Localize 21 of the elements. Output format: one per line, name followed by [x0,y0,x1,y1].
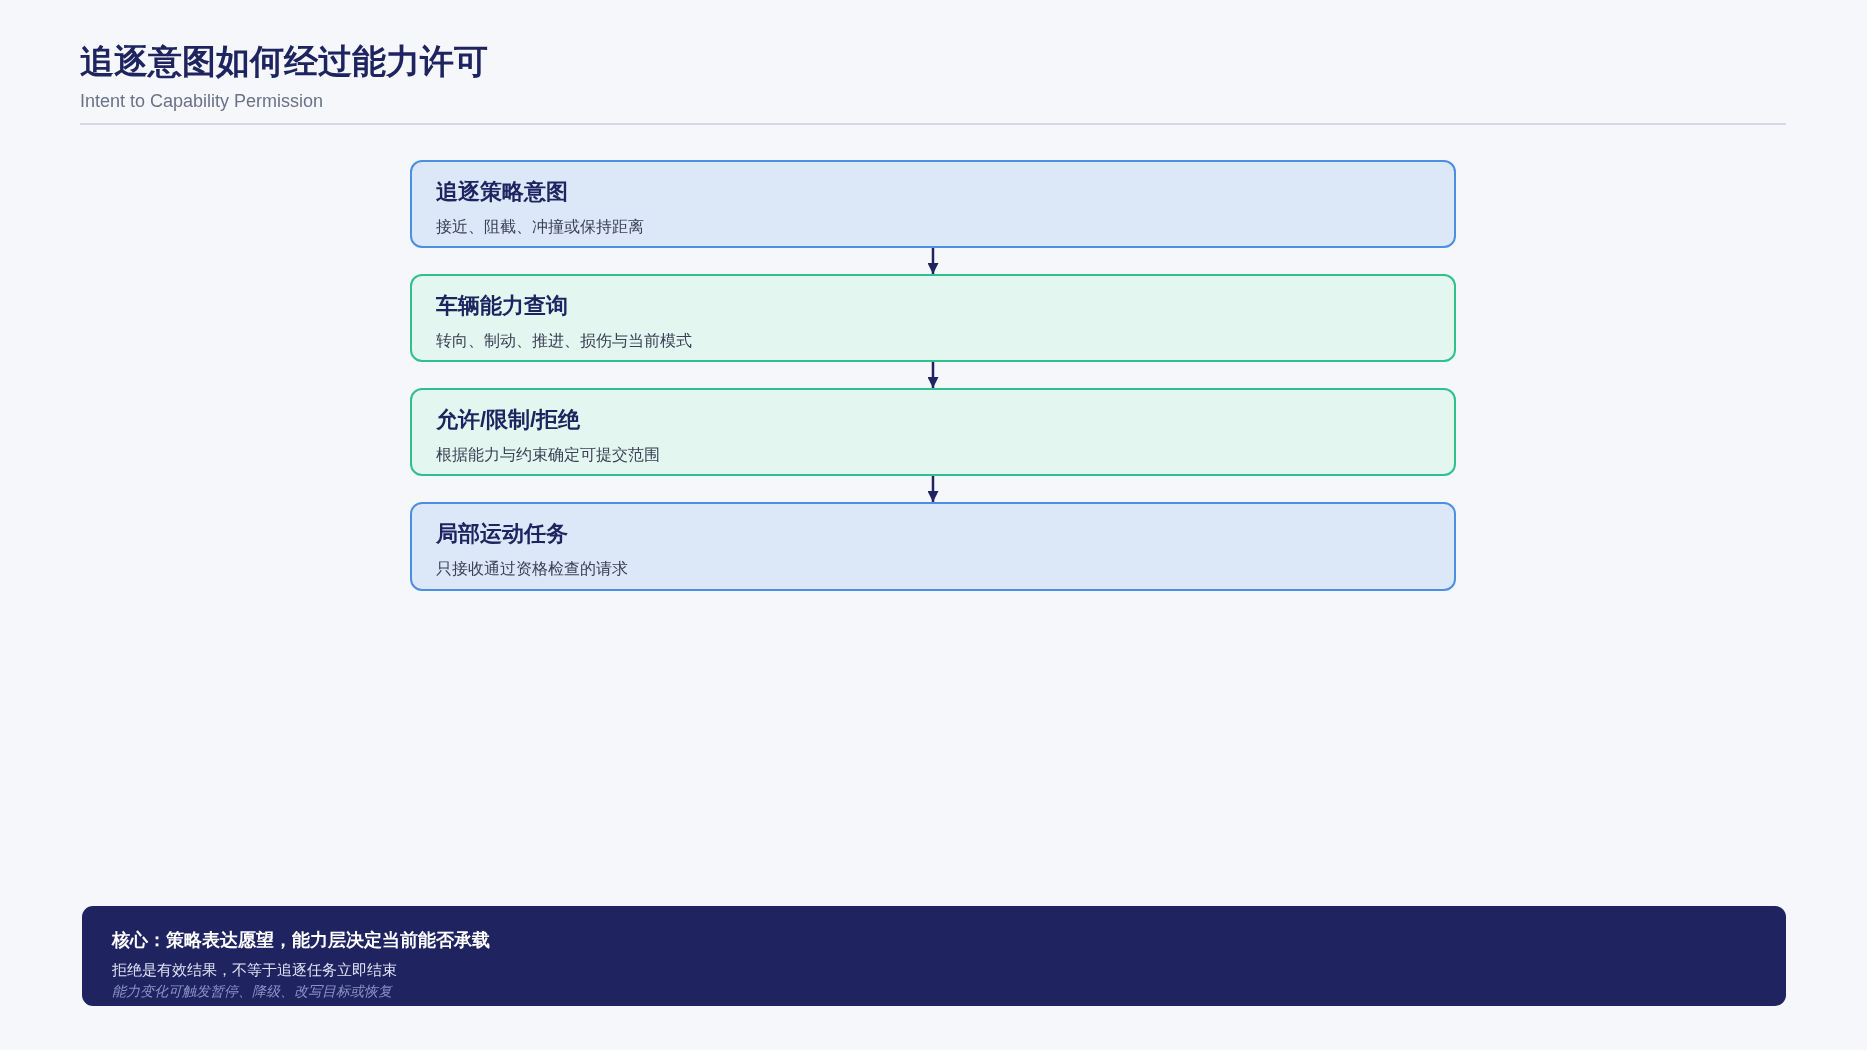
box-heading: 追逐策略意图 [436,178,568,206]
title: 追逐意图如何经过能力许可 [80,41,488,82]
subtitle: Intent to Capability Permission [80,90,324,112]
box-heading: 允许/限制/拒绝 [436,406,581,434]
box-description: 接近、阻截、冲撞或保持距离 [436,217,644,237]
process-box [410,388,1456,476]
summary-panel [82,906,1786,1006]
box-description: 只接收通过资格检查的请求 [436,559,628,579]
process-box [410,274,1456,362]
panel-text: 拒绝是有效结果，不等于追逐任务立即结束 [112,960,397,980]
panel-heading: 核心：策略表达愿望，能力层决定当前能否承载 [112,929,490,952]
box-description: 根据能力与约束确定可提交范围 [436,445,660,465]
panel-note: 能力变化可触发暂停、降级、改写目标或恢复 [112,982,392,1000]
box-description: 转向、制动、推进、损伤与当前模式 [436,331,692,351]
arrow [927,248,939,274]
process-box [410,502,1456,591]
box-heading: 局部运动任务 [436,520,568,548]
arrow [927,476,939,502]
arrow [927,362,939,388]
box-heading: 车辆能力查询 [436,292,568,320]
process-box [410,160,1456,248]
